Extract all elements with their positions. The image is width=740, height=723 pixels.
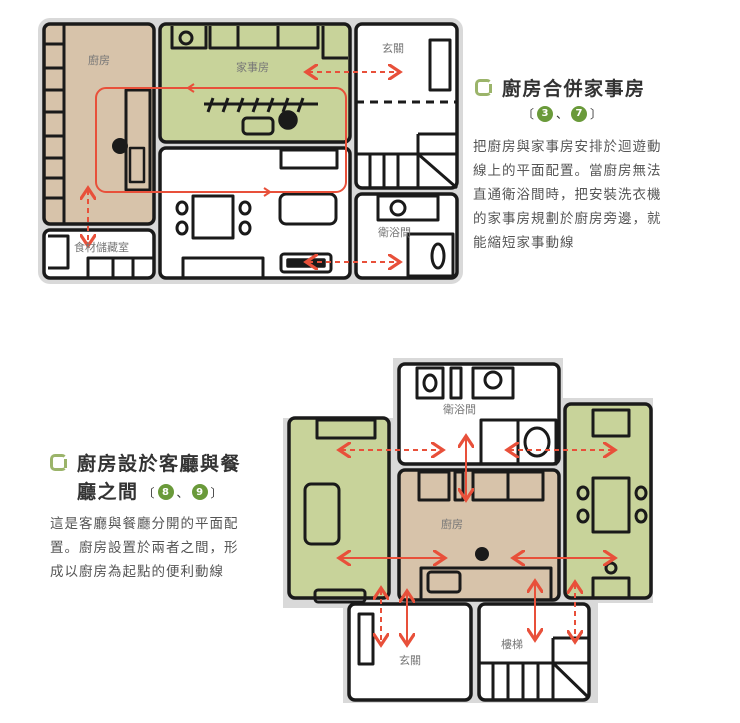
label-kitchen: 廚房	[441, 517, 463, 531]
label-kitchen: 廚房	[88, 53, 110, 67]
ref-badge-8: 8	[157, 484, 174, 500]
label-stairs: 樓梯	[501, 637, 523, 651]
label-entrance: 玄關	[399, 653, 421, 667]
ref-badge-3: 3	[537, 105, 554, 122]
section1-heading: 廚房合併家事房 〔 3 、 7 〕	[475, 75, 646, 122]
floor-plan-kitchen-between: 衛浴間 廚房 玄關 樓梯	[283, 358, 653, 703]
ref-badge-9: 9	[191, 484, 208, 500]
label-pantry: 食材儲藏室	[74, 240, 129, 254]
ref-badge-7: 7	[571, 105, 588, 122]
section2-description: 這是客廳與餐廳分開的平面配 置。廚房設置於兩者之間，形 成以廚房為起點的便利動線	[50, 516, 239, 580]
section1-refs: 〔 3 、 7 〕	[522, 105, 603, 122]
label-utility: 家事房	[236, 60, 269, 74]
section2-refs: 〔 8 、 9 〕	[142, 484, 223, 500]
section2-title-line2: 廳之間	[77, 481, 139, 503]
label-bathroom: 衛浴間	[378, 226, 411, 239]
section2-heading: 廚房設於客廳與餐 廳之間 〔 8 、 9 〕	[50, 450, 241, 506]
section2-title-line1: 廚房設於客廳與餐	[77, 453, 242, 475]
section1-title: 廚房合併家事房	[502, 78, 646, 100]
checkbox-icon	[475, 79, 492, 96]
label-bathroom: 衛浴間	[443, 403, 476, 416]
section1-description: 把廚房與家事房安排於迴遊動 線上的平面配置。當廚房無法 直通衛浴間時，把安裝洗衣…	[473, 139, 662, 251]
floor-plan-kitchen-utility: 廚房 家事房 玄關 衛浴間 食材儲藏室	[38, 18, 463, 284]
checkbox-icon	[50, 454, 67, 471]
label-entrance: 玄關	[382, 41, 404, 55]
